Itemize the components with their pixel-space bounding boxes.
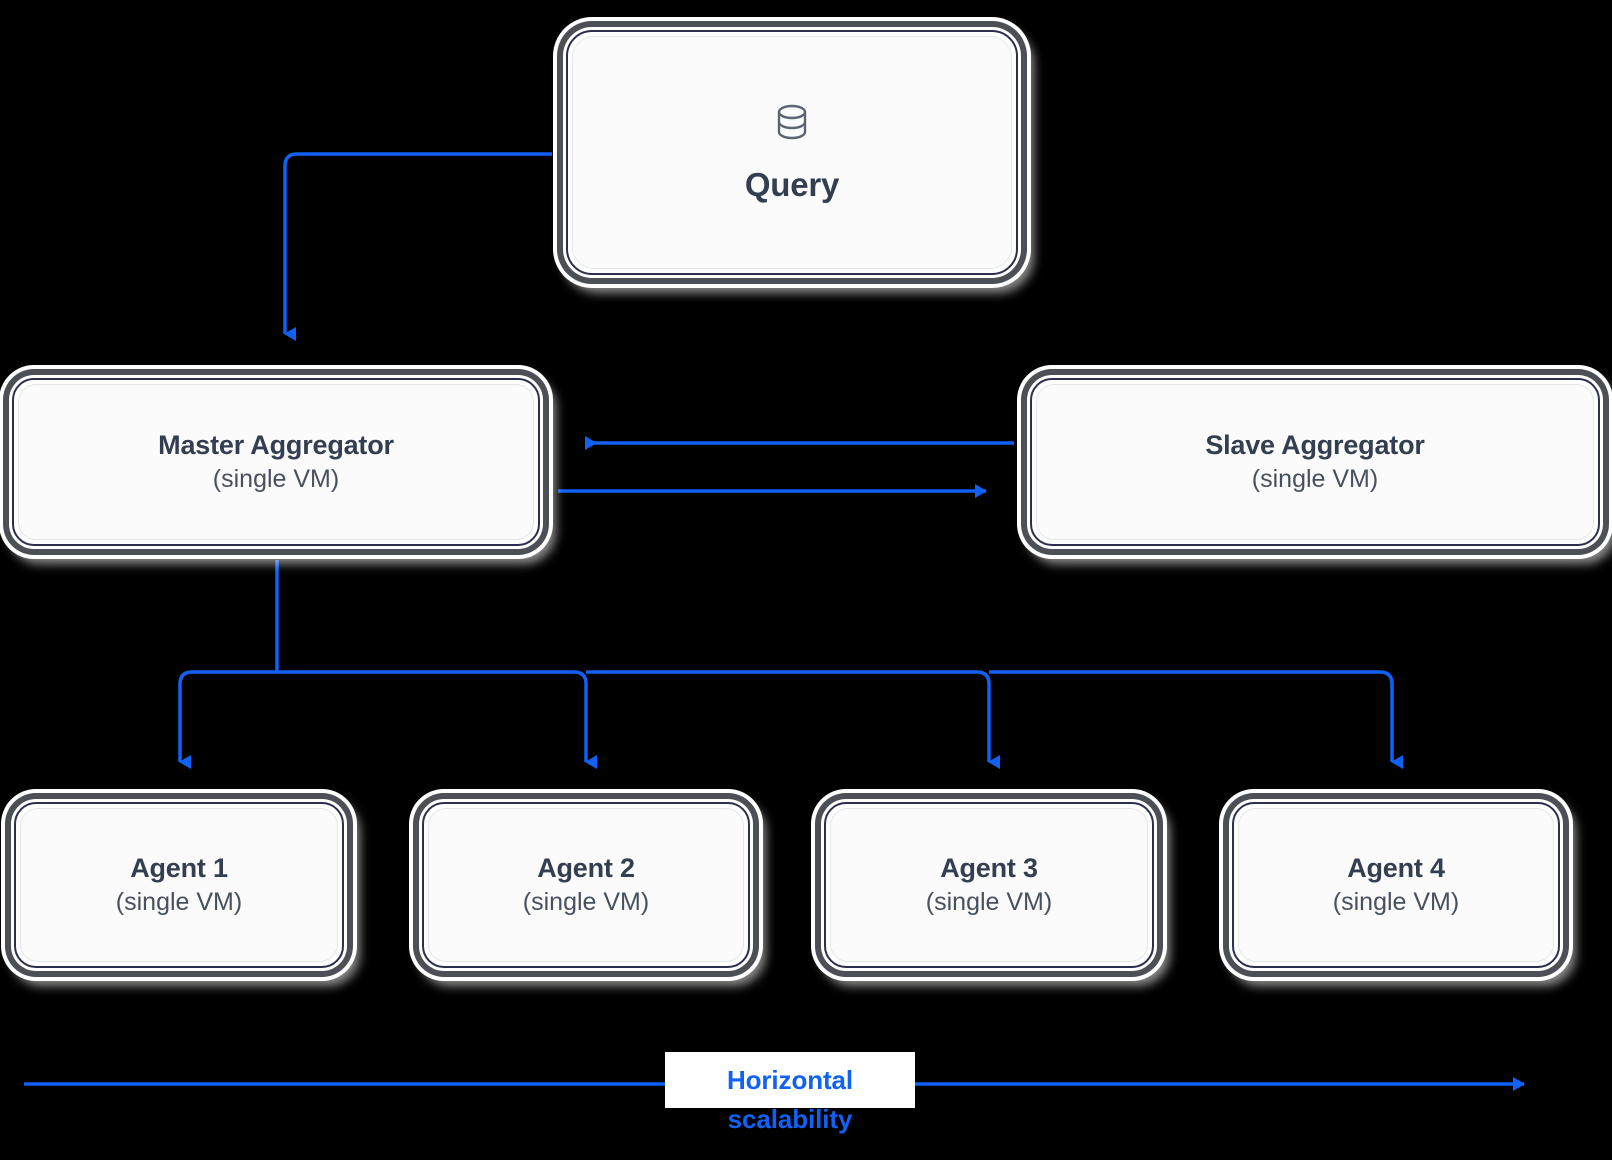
edge-bus-to-agent-4 — [989, 670, 1403, 769]
node-master-aggregator-title: Master Aggregator — [158, 430, 394, 461]
node-agent-4[interactable]: Agent 4 (single VM) — [1232, 802, 1560, 968]
node-master-aggregator[interactable]: Master Aggregator (single VM) — [12, 378, 540, 546]
node-slave-aggregator-inner: Slave Aggregator (single VM) — [1036, 384, 1594, 540]
node-agent-4-title: Agent 4 — [1347, 853, 1445, 884]
node-agent-4-inner: Agent 4 (single VM) — [1238, 808, 1554, 962]
horizontal-scalability-label: Horizontal — [665, 1052, 915, 1108]
node-query-inner: Query — [572, 36, 1012, 269]
node-agent-1-subtitle: (single VM) — [115, 887, 243, 916]
edge-bus-to-agent-3 — [586, 670, 1000, 769]
node-agent-3-title: Agent 3 — [940, 853, 1038, 884]
edge-bus-to-agent-1 — [178, 670, 277, 769]
node-agent-3-inner: Agent 3 (single VM) — [830, 808, 1148, 962]
node-slave-aggregator[interactable]: Slave Aggregator (single VM) — [1030, 378, 1600, 546]
node-slave-aggregator-subtitle: (single VM) — [1251, 464, 1379, 493]
node-agent-2-subtitle: (single VM) — [522, 887, 650, 916]
node-agent-2[interactable]: Agent 2 (single VM) — [422, 802, 750, 968]
node-slave-aggregator-title: Slave Aggregator — [1205, 430, 1425, 461]
node-agent-2-title: Agent 2 — [537, 853, 635, 884]
node-query-title: Query — [744, 166, 840, 204]
node-agent-1[interactable]: Agent 1 (single VM) — [14, 802, 344, 968]
horizontal-scalability-label-line2: scalability — [727, 1104, 853, 1134]
node-agent-1-title: Agent 1 — [130, 853, 228, 884]
node-master-aggregator-inner: Master Aggregator (single VM) — [18, 384, 534, 540]
node-master-aggregator-subtitle: (single VM) — [212, 464, 340, 493]
edge-query-to-master — [283, 152, 552, 341]
database-icon — [772, 101, 812, 150]
node-query[interactable]: Query — [566, 30, 1018, 275]
edge-bus-to-agent-2 — [277, 670, 597, 769]
node-agent-2-inner: Agent 2 (single VM) — [428, 808, 744, 962]
node-agent-4-subtitle: (single VM) — [1332, 887, 1460, 916]
node-agent-3[interactable]: Agent 3 (single VM) — [824, 802, 1154, 968]
node-agent-1-inner: Agent 1 (single VM) — [20, 808, 338, 962]
horizontal-scalability-label-line1: Horizontal — [726, 1064, 854, 1095]
node-agent-3-subtitle: (single VM) — [925, 887, 1053, 916]
